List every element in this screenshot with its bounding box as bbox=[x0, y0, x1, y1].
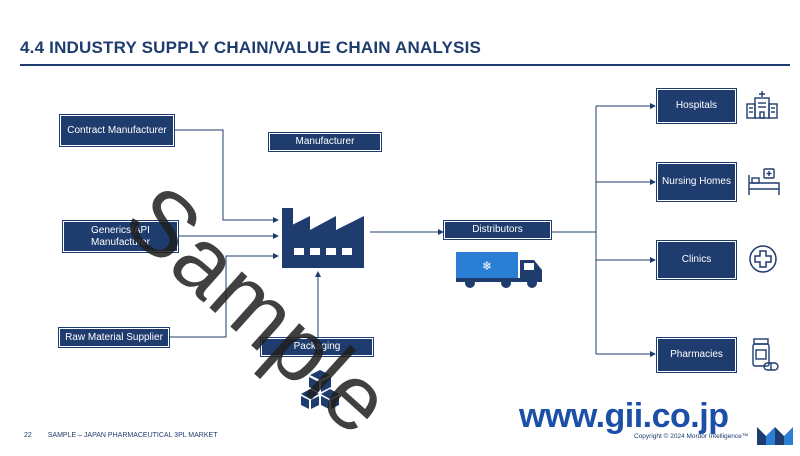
pills-icon bbox=[752, 338, 779, 371]
mordor-logo-icon bbox=[757, 427, 793, 445]
bed-icon bbox=[748, 168, 780, 195]
pharmacies-box: Pharmacies bbox=[656, 337, 737, 373]
gii-url[interactable]: www.gii.co.jp bbox=[519, 397, 729, 435]
truck-icon: ❄ bbox=[456, 252, 542, 288]
manufacturer-box: Manufacturer bbox=[268, 132, 382, 152]
arrow-contract-to-factory bbox=[174, 129, 279, 223]
footer: 22 SAMPLE – JAPAN PHARMACEUTICAL 3PL MAR… bbox=[24, 432, 217, 439]
raw-material-box: Raw Material Supplier bbox=[58, 327, 170, 348]
distributors-box: Distributors bbox=[443, 220, 552, 240]
generics-api-box: Generics/API Manufacturer bbox=[62, 220, 179, 253]
clinics-box: Clinics bbox=[656, 240, 737, 280]
copyright-text: Copyright © 2024 Mordor Intelligence™ bbox=[634, 433, 749, 440]
title-divider bbox=[20, 64, 790, 66]
packaging-box: Packaging bbox=[260, 337, 374, 357]
hospitals-box: Hospitals bbox=[656, 88, 737, 124]
arrow-raw-to-factory bbox=[169, 253, 279, 338]
svg-text:❄: ❄ bbox=[482, 259, 492, 273]
footer-text: SAMPLE – JAPAN PHARMACEUTICAL 3PL MARKET bbox=[47, 432, 218, 439]
boxes-icon bbox=[301, 370, 339, 409]
hospital-icon bbox=[746, 91, 778, 119]
page-number: 22 bbox=[24, 432, 32, 439]
medical-cross-icon bbox=[749, 245, 777, 273]
contract-manufacturer-box: Contract Manufacturer bbox=[59, 114, 175, 147]
nursing-homes-box: Nursing Homes bbox=[656, 162, 737, 202]
factory-icon bbox=[282, 208, 364, 268]
slide-title: 4.4 INDUSTRY SUPPLY CHAIN/VALUE CHAIN AN… bbox=[20, 38, 482, 57]
